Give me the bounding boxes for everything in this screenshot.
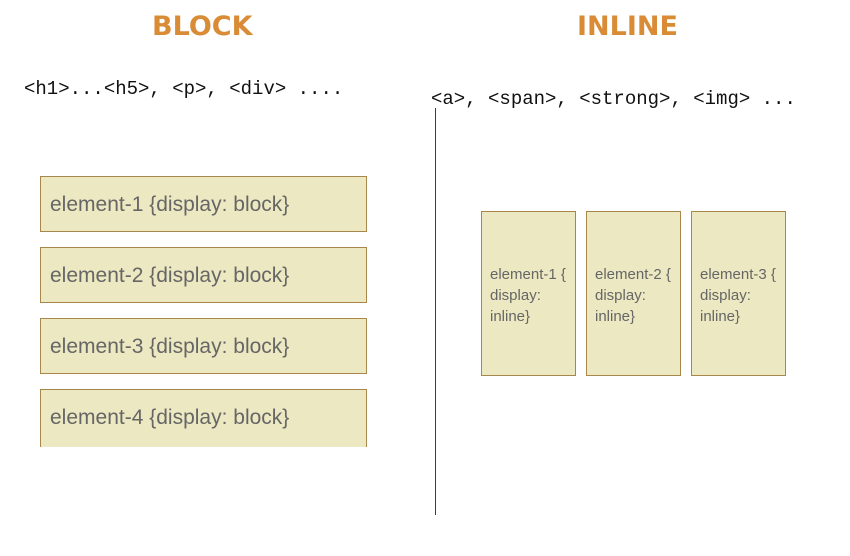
block-element-3: element-3 {display: block} bbox=[40, 318, 367, 374]
block-tags-list: <h1>...<h5>, <p>, <div> .... bbox=[24, 78, 344, 100]
inline-heading: INLINE bbox=[577, 11, 678, 42]
block-element-2: element-2 {display: block} bbox=[40, 247, 367, 303]
inline-element-3: element-3 { display: inline} bbox=[691, 211, 786, 376]
inline-tags-list: <a>, <span>, <strong>, <img> ... bbox=[431, 88, 796, 110]
column-divider bbox=[435, 108, 436, 515]
inline-element-1: element-1 { display: inline} bbox=[481, 211, 576, 376]
block-heading: BLOCK bbox=[152, 11, 253, 42]
block-element-4: element-4 {display: block} bbox=[40, 389, 367, 447]
block-element-1: element-1 {display: block} bbox=[40, 176, 367, 232]
inline-element-2: element-2 { display: inline} bbox=[586, 211, 681, 376]
